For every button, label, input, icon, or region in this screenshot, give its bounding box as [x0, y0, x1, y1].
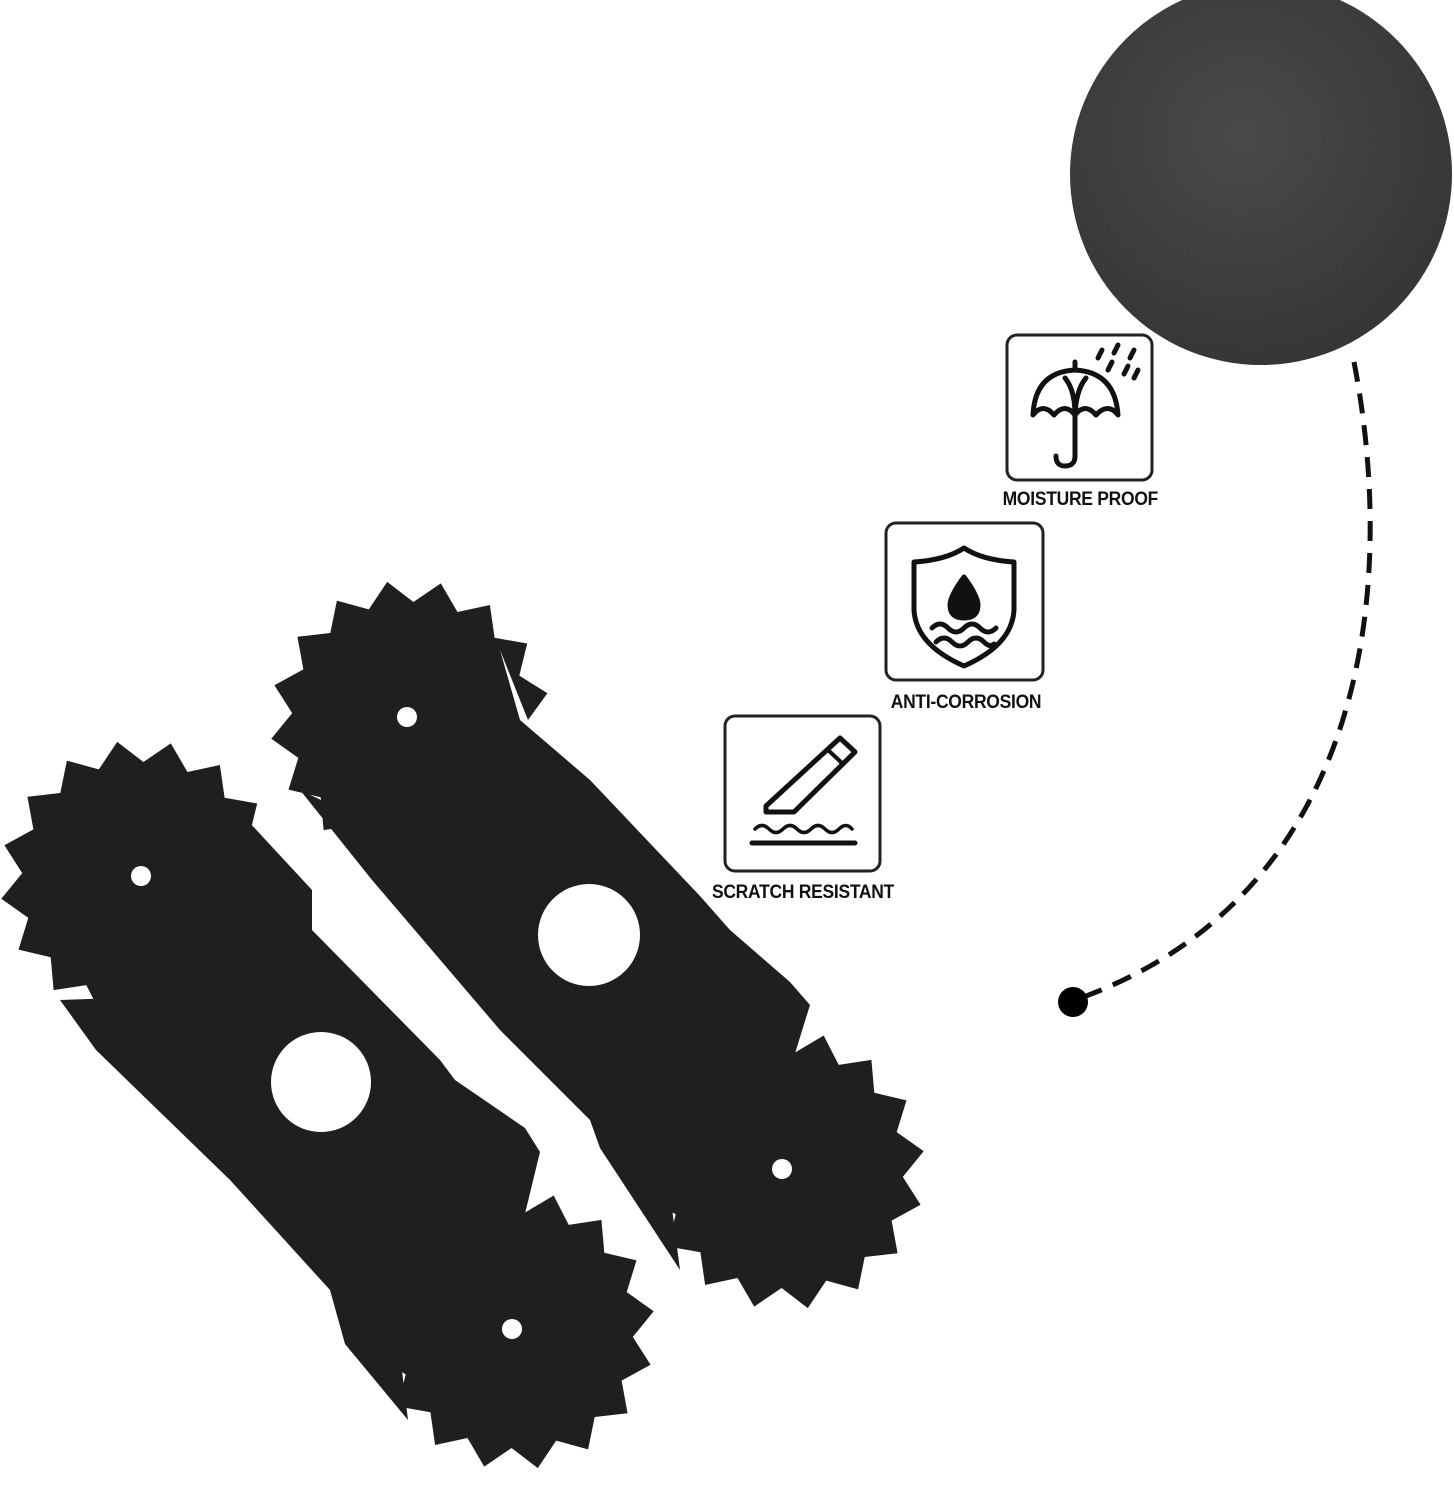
blade-small-hole	[772, 1159, 792, 1179]
blade-center-hole	[538, 884, 640, 986]
badge-scratch-resistant	[723, 714, 882, 873]
moisture-proof-label: MOISTURE PROOF	[1002, 489, 1159, 510]
edger-blade-right	[271, 581, 924, 1309]
shield-drop-icon	[911, 545, 1017, 669]
leader-dot	[1058, 987, 1088, 1017]
dashed-leader-line	[1074, 361, 1373, 1003]
texture-closeup	[1070, 0, 1452, 365]
blade-small-hole	[131, 866, 151, 886]
edger-blade-left	[1, 741, 654, 1469]
badge-moisture-proof	[1005, 333, 1154, 482]
anti-corrosion-label: ANTI-CORROSION	[890, 692, 1042, 713]
blade-small-hole	[397, 707, 417, 727]
blade-small-hole	[502, 1319, 522, 1339]
blade-center-hole	[271, 1032, 371, 1132]
umbrella-rain-icon	[1030, 342, 1141, 469]
blade-surface-icon	[749, 735, 858, 846]
badge-anti-corrosion	[884, 521, 1045, 682]
scratch-resistant-label: SCRATCH RESISTANT	[711, 882, 895, 903]
